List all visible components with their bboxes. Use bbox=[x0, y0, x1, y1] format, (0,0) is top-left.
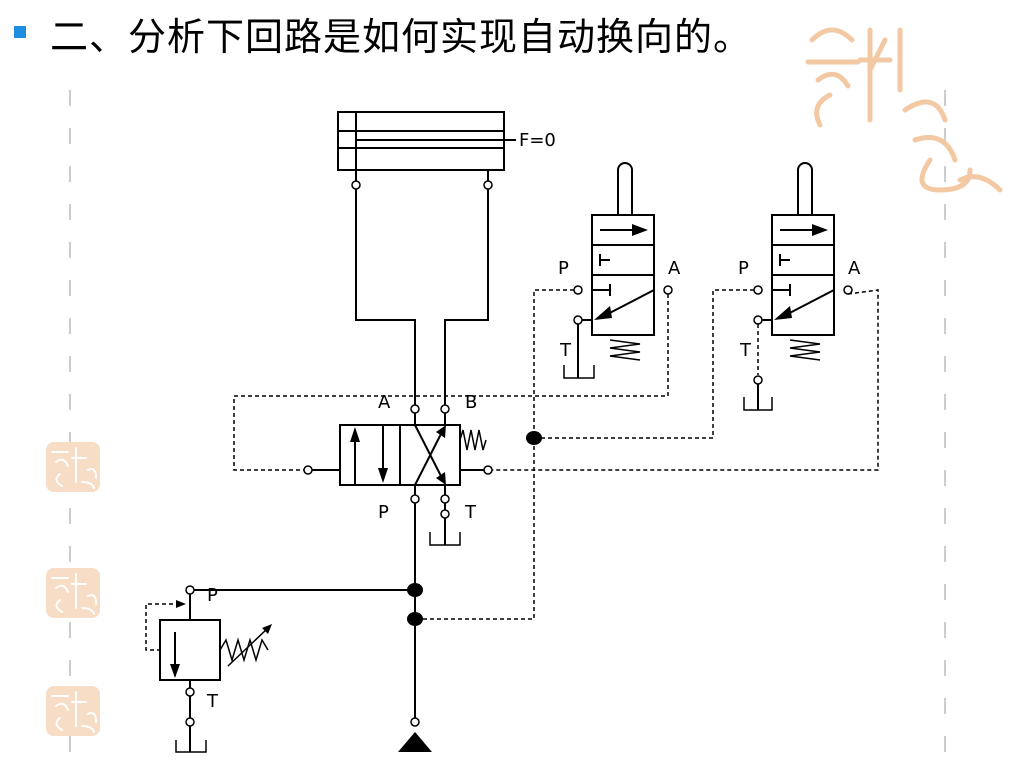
seal-stamp-3 bbox=[46, 686, 100, 736]
main-valve-pilot-left bbox=[303, 465, 313, 475]
double-acting-cylinder: F=0 bbox=[337, 111, 556, 190]
pilot-lines bbox=[233, 289, 879, 620]
cylinder-port-right bbox=[483, 180, 493, 190]
cylinder-port-left bbox=[351, 180, 361, 190]
limit-valve-left-t-label: T bbox=[559, 340, 572, 361]
relief-valve-t-label: T bbox=[206, 691, 219, 712]
limit-valve-left-p-label: P bbox=[558, 258, 569, 279]
seal-stamp-2 bbox=[46, 568, 100, 618]
limit-valve-right-a-label: A bbox=[848, 258, 861, 279]
limit-valve-right: P A T bbox=[738, 162, 861, 411]
cylinder-supply-lines bbox=[355, 189, 489, 405]
cylinder-force-label: F=0 bbox=[519, 130, 556, 151]
supply-line bbox=[190, 503, 432, 752]
relief-valve: P T bbox=[145, 585, 272, 753]
main-valve-a-label: A bbox=[378, 392, 391, 413]
seal-watermark-large bbox=[805, 27, 1003, 193]
limit-valve-left: P A T bbox=[558, 162, 681, 379]
main-valve-b-label: B bbox=[465, 392, 477, 413]
limit-valve-right-p-label: P bbox=[738, 258, 749, 279]
slide-title: 二、分析下回路是如何实现自动换向的。 bbox=[50, 15, 753, 59]
relief-valve-p-label: P bbox=[207, 585, 218, 606]
limit-valve-right-t-label: T bbox=[739, 340, 752, 361]
main-valve-p-label: P bbox=[378, 502, 389, 523]
guide-lines bbox=[69, 90, 946, 760]
bullet-icon bbox=[14, 26, 26, 38]
pressure-source-icon bbox=[398, 732, 432, 752]
main-valve-pilot-right bbox=[483, 465, 493, 475]
main-directional-valve: A B P T bbox=[303, 392, 493, 546]
main-valve-t-label: T bbox=[464, 502, 477, 523]
limit-valve-left-a-label: A bbox=[668, 258, 681, 279]
pilot-junction bbox=[526, 431, 542, 445]
seal-stamp-1 bbox=[46, 442, 100, 492]
